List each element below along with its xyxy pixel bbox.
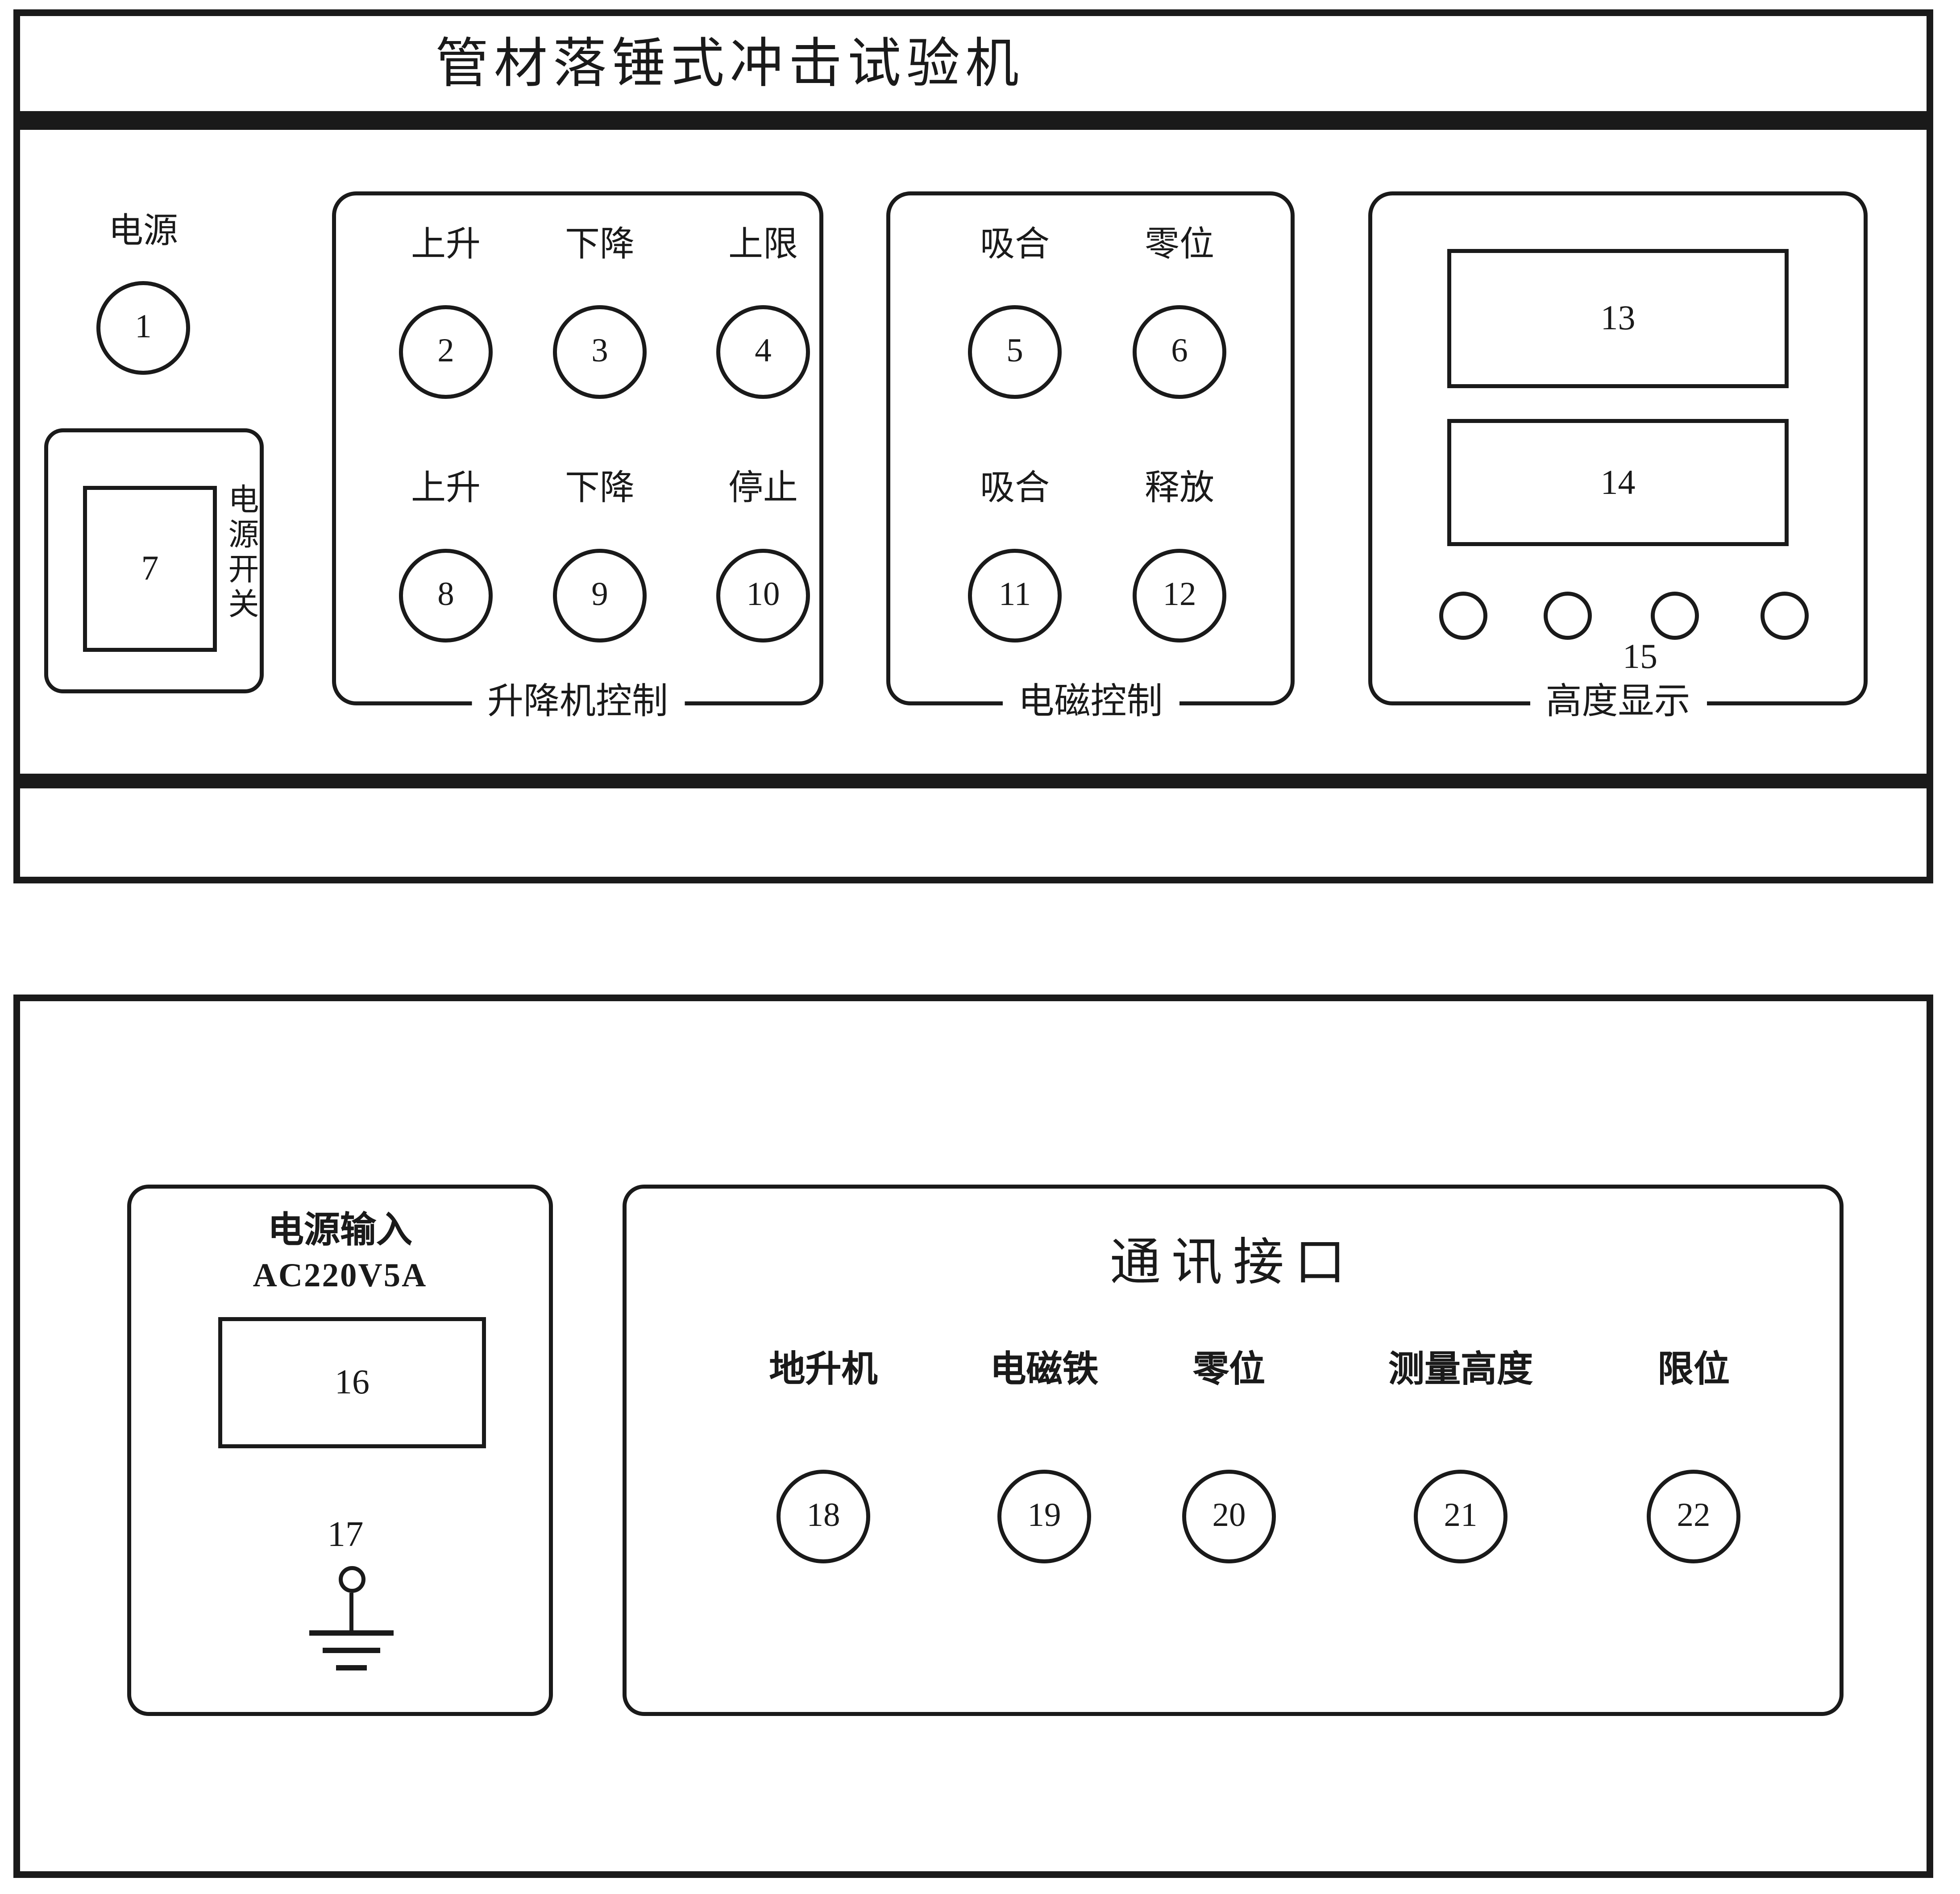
power-input-socket: 16 xyxy=(218,1317,486,1448)
power-indicator-label: 电源 xyxy=(108,211,178,250)
height-display-group: 13 14 15 高度显示 xyxy=(1368,191,1868,724)
lift-upper-limit-label: 上限 xyxy=(728,225,798,264)
port-hoist-connector: 18 xyxy=(777,1470,870,1563)
comm-interface-title: 通讯接口 xyxy=(1109,1235,1356,1292)
lift-stop-button: 10 xyxy=(716,549,810,642)
magnet-control-group: 吸合 零位 5 6 吸合 释放 11 12 电磁控制 xyxy=(886,191,1295,724)
magnet-attract2-label: 吸合 xyxy=(980,468,1050,507)
magnet-attract-lamp: 5 xyxy=(968,305,1062,399)
port-zero-connector: 20 xyxy=(1182,1470,1276,1563)
lift-up-label: 上升 xyxy=(411,225,481,264)
height-key-1 xyxy=(1439,592,1487,640)
lift-stop-label: 停止 xyxy=(728,468,798,507)
height-key-3 xyxy=(1651,592,1699,640)
height-key-2 xyxy=(1544,592,1592,640)
port-electromagnet-connector: 19 xyxy=(997,1470,1091,1563)
port-hoist-label: 地升机 xyxy=(769,1349,878,1389)
machine-title: 管材落锤式冲击试验机 xyxy=(435,33,1024,94)
power-switch-group: 7 电源开关 xyxy=(44,428,264,693)
port-limit-label: 限位 xyxy=(1657,1349,1730,1389)
height-key-4 xyxy=(1761,592,1809,640)
front-panel: 管材落锤式冲击试验机 电源 1 7 电源开关 上升 下降 上限 2 3 4 上升… xyxy=(13,9,1933,883)
magnet-zero-label: 零位 xyxy=(1144,225,1214,264)
front-panel-lower-separator xyxy=(20,774,1927,788)
port-limit-connector: 22 xyxy=(1647,1470,1740,1563)
lift-upper-limit-lamp: 4 xyxy=(716,305,810,399)
lift-down-label: 下降 xyxy=(565,225,635,264)
power-indicator-lamp: 1 xyxy=(96,281,190,375)
ground-terminal-number: 17 xyxy=(327,1514,364,1554)
height-keys-label: 15 xyxy=(1623,637,1657,676)
lift-down-button: 3 xyxy=(553,305,647,399)
height-display-lower: 14 xyxy=(1447,419,1789,546)
power-input-group: 电源输入 AC220V5A 16 17 xyxy=(127,1185,553,1716)
lift-down2-label: 下降 xyxy=(565,468,635,507)
lift-up2-label: 上升 xyxy=(411,468,481,507)
magnet-control-caption: 电磁控制 xyxy=(1002,672,1179,724)
power-input-caption: 电源输入 xyxy=(268,1210,412,1250)
magnet-release-button: 12 xyxy=(1133,549,1226,642)
lift-up2-button: 8 xyxy=(399,549,493,642)
port-height-label: 测量高度 xyxy=(1388,1349,1533,1389)
port-zero-label: 零位 xyxy=(1193,1349,1265,1389)
magnet-attract-button: 11 xyxy=(968,549,1062,642)
comm-interface-group: 通讯接口 地升机 电磁铁 零位 测量高度 限位 18 19 20 21 22 xyxy=(623,1185,1844,1716)
magnet-attract-label: 吸合 xyxy=(980,225,1050,264)
port-height-connector: 21 xyxy=(1414,1470,1507,1563)
magnet-release-label: 释放 xyxy=(1144,468,1214,507)
rear-panel: 电源输入 AC220V5A 16 17 通讯接口 地升机 电磁铁 零位 测量高度… xyxy=(13,995,1933,1878)
height-display-caption: 高度显示 xyxy=(1529,672,1707,724)
height-display-upper: 13 xyxy=(1447,249,1789,388)
power-switch-vertical-label: 电源开关 xyxy=(224,483,257,622)
lift-control-caption: 升降机控制 xyxy=(471,672,684,724)
lift-down2-button: 9 xyxy=(553,549,647,642)
lift-up-button: 2 xyxy=(399,305,493,399)
power-switch: 7 xyxy=(83,486,217,652)
magnet-zero-lamp: 6 xyxy=(1133,305,1226,399)
port-electromagnet-label: 电磁铁 xyxy=(990,1349,1099,1389)
lift-control-group: 上升 下降 上限 2 3 4 上升 下降 停止 8 9 10 升降机控制 xyxy=(332,191,823,724)
power-input-rating: AC220V5A xyxy=(253,1258,428,1294)
title-separator xyxy=(20,111,1927,130)
